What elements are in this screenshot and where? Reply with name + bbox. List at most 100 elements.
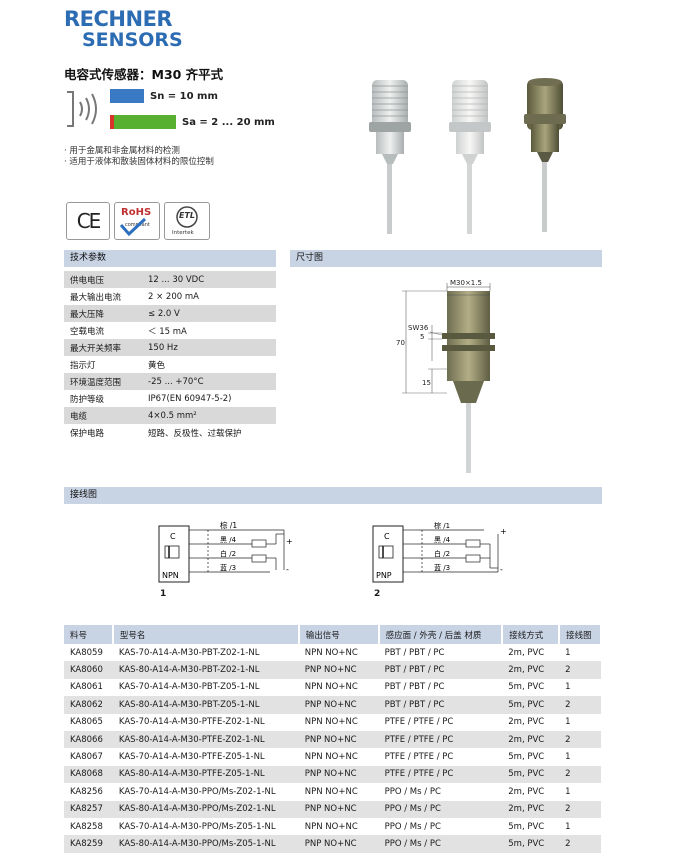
- table-cell: 5m, PVC: [502, 696, 560, 714]
- svg-text:黑 /4: 黑 /4: [434, 536, 451, 544]
- table-cell: 2: [559, 661, 601, 679]
- table-cell: 2m, PVC: [502, 800, 560, 818]
- table-cell: KA8062: [64, 696, 113, 714]
- table-cell: 1: [565, 786, 571, 797]
- table-cell: KA8068: [64, 765, 113, 784]
- product-photos: [369, 78, 566, 234]
- section-header-dimension: 尺寸图: [290, 250, 602, 267]
- tip-dim-label: 15: [422, 379, 431, 387]
- wiring-diagram-npn: C NPN 棕 /1 黑 /4 白 /2 蓝 /3 + -: [158, 520, 293, 583]
- table-cell: 5m, PVC: [502, 835, 560, 853]
- table-cell: KAS-80-A14-A-M30-PTFE-Z02-1-NL: [112, 730, 299, 749]
- svg-text:NPN: NPN: [162, 571, 179, 580]
- column-header: 输出信号: [298, 625, 380, 644]
- dimension-drawing: M30×1.5 70 5 15 SW36: [396, 279, 495, 473]
- table-cell: 2: [559, 835, 601, 853]
- table-cell: PTFE / PTFE / PC: [378, 730, 503, 749]
- table-cell: PTFE / PTFE / PC: [384, 717, 454, 728]
- svg-text:白 /2: 白 /2: [220, 549, 236, 558]
- column-header: 料号: [64, 625, 114, 644]
- table-cell: KAS-80-A14-A-M30-PPO/Ms-Z02-1-NL: [112, 800, 299, 818]
- column-header: 接线图: [559, 625, 602, 644]
- table-cell: NPN NO+NC: [304, 682, 358, 693]
- sa-bar-red: [110, 115, 114, 129]
- svg-text:棕 /1: 棕 /1: [434, 521, 450, 530]
- table-cell: 5m, PVC: [508, 752, 545, 763]
- table-cell: 5m, PVC: [502, 765, 560, 784]
- rohs-icon: RoHS compliant: [114, 202, 160, 240]
- wiring-diagram-number: 1: [160, 589, 167, 599]
- table-cell: KA8060: [64, 661, 113, 679]
- svg-text:棕 /1: 棕 /1: [220, 520, 237, 530]
- table-cell: PPO / Ms / PC: [378, 800, 503, 818]
- table-cell: 1: [565, 682, 571, 693]
- table-cell: NPN NO+NC: [304, 752, 358, 763]
- table-cell: PBT / PBT / PC: [384, 682, 445, 693]
- svg-text:蓝 /3: 蓝 /3: [220, 563, 236, 572]
- feature-item: · 适用于液体和散装固体材料的限位控制: [64, 157, 214, 167]
- table-cell: KA8257: [64, 800, 113, 818]
- table-cell: 2: [559, 730, 601, 749]
- svg-text:PNP: PNP: [376, 571, 392, 580]
- wiring-diagram-number: 2: [374, 589, 381, 599]
- table-cell: 2m, PVC: [508, 786, 545, 797]
- table-cell: PNP NO+NC: [298, 661, 379, 679]
- table-cell: 1: [565, 752, 571, 763]
- table-cell: 1: [565, 717, 571, 728]
- spec-row: 最大压降≤ 2.0 V: [64, 305, 276, 322]
- table-cell: 2: [559, 696, 601, 714]
- table-cell: 2m, PVC: [508, 717, 545, 728]
- brand-logo-line2: SENSORS: [82, 29, 183, 51]
- thread-dim-label: M30×1.5: [450, 279, 482, 287]
- table-cell: KAS-80-A14-A-M30-PBT-Z05-1-NL: [112, 696, 299, 714]
- wrench-dim-label: SW36: [408, 324, 429, 332]
- table-cell: PBT / PBT / PC: [378, 696, 503, 714]
- sensing-wave-icon: [67, 91, 97, 127]
- column-header: 感应面 / 外壳 / 后盖 材质: [378, 625, 504, 644]
- feature-list: · 用于金属和非金属材料的检测 · 适用于液体和散装固体材料的限位控制: [64, 146, 214, 168]
- table-cell: NPN NO+NC: [304, 717, 358, 728]
- svg-text:+: +: [286, 537, 293, 546]
- wiring-diagram-pnp: C PNP 棕 /1 黑 /4 白 /2 蓝 /3 + -: [372, 521, 507, 583]
- spec-row: 环境温度范围-25 ... +70°C: [64, 373, 276, 390]
- table-cell: PNP NO+NC: [298, 835, 379, 853]
- table-cell: KAS-70-A14-A-M30-PPO/Ms-Z02-1-NL: [118, 786, 276, 797]
- table-cell: KA8256: [70, 786, 103, 797]
- table-cell: KAS-70-A14-A-M30-PBT-Z05-1-NL: [118, 682, 260, 693]
- table-cell: KA8065: [70, 717, 103, 728]
- brand-logo-line1: RECHNER: [64, 7, 173, 31]
- table-cell: KAS-70-A14-A-M30-PPO/Ms-Z05-1-NL: [118, 821, 276, 832]
- column-header: 接线方式: [502, 625, 561, 644]
- table-cell: NPN NO+NC: [304, 647, 358, 658]
- table-header-row: 料号 型号名 输出信号 感应面 / 外壳 / 后盖 材质 接线方式 接线图: [64, 625, 602, 644]
- table-cell: KA8067: [70, 752, 103, 763]
- table-cell: KA8066: [64, 730, 113, 749]
- table-cell: PPO / Ms / PC: [384, 821, 441, 832]
- table-cell: PPO / Ms / PC: [384, 786, 441, 797]
- spec-row: 空载电流＜ 15 mA: [70, 326, 187, 337]
- table-cell: KAS-80-A14-A-M30-PTFE-Z05-1-NL: [112, 765, 299, 784]
- table-cell: 2m, PVC: [508, 647, 545, 658]
- table-cell: 2m, PVC: [502, 730, 560, 749]
- table-cell: PPO / Ms / PC: [378, 835, 503, 853]
- table-cell: 5m, PVC: [508, 821, 545, 832]
- table-cell: PTFE / PTFE / PC: [384, 752, 454, 763]
- table-cell: 5m, PVC: [508, 682, 545, 693]
- nut-dim-label: 5: [420, 333, 424, 341]
- table-cell: KA8258: [70, 821, 103, 832]
- sn-bar: [110, 89, 144, 103]
- table-cell: PNP NO+NC: [298, 696, 379, 714]
- page-title: 电容式传感器：M30 齐平式: [64, 67, 224, 82]
